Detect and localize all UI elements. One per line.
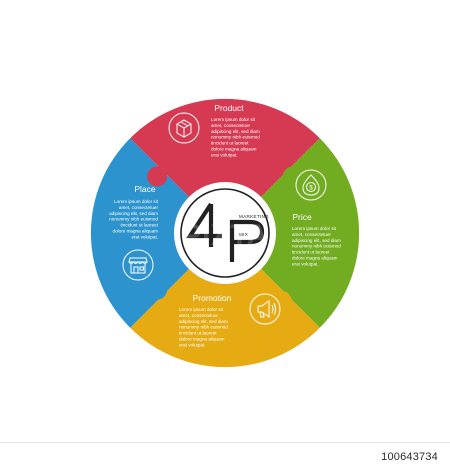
place-title: Place [134, 184, 156, 194]
puzzle-quadrants [90, 98, 360, 368]
price-description-line: adipiscing elit, sed diam [292, 238, 341, 243]
promotion-description-line: adipiscing elit, sed diam [179, 319, 228, 324]
price-pointer [278, 226, 286, 240]
product-title: Product [214, 103, 244, 113]
promotion-puzzle-tab [271, 290, 292, 311]
promotion-title: Promotion [193, 293, 232, 303]
place-description-line: tincidunt ut laoreet [120, 223, 158, 228]
logo-word-marketing: MARKETING [239, 214, 269, 219]
megaphone-icon [249, 293, 281, 325]
place-description-line: dolore magna aliquam [113, 229, 159, 234]
price-description-line: erat volutpat. [292, 261, 319, 266]
price-description-line: dolore magna aliquam [292, 256, 338, 261]
place-description-line: amet, consectetuer [119, 205, 159, 210]
promotion-description-line: amet, consectetuer [179, 313, 219, 318]
stock-footer: 100643734 [0, 442, 450, 469]
place-description-line: nonummy nibh euismod [109, 217, 158, 222]
promotion-description-line: tincidunt ut laoreet [179, 331, 217, 336]
place-description-line: erat volutpat. [131, 234, 158, 239]
price-description-line: amet, consectetuer [292, 232, 332, 237]
svg-text:$: $ [309, 186, 313, 192]
place-description-line: Lorem ipsum dolor sit [114, 199, 159, 204]
price-title: Price [292, 212, 312, 222]
center-logo: MARKETING MIX [174, 182, 276, 284]
product-description-line: Lorem ipsum dolor sit [211, 117, 256, 122]
box-icon [168, 112, 200, 144]
product-description-line: dolore magna aliquam [211, 147, 257, 152]
logo-p-glyph [229, 219, 265, 262]
promotion-description-line: erat volutpat. [179, 342, 206, 347]
center-ring [174, 182, 276, 284]
place-puzzle-tab [147, 279, 168, 300]
product-puzzle-tab [147, 166, 168, 187]
product-quadrant [130, 98, 320, 233]
price-description-line: tincidunt ut laoreet [292, 250, 330, 255]
place-pointer [164, 226, 172, 240]
price-description-line: Lorem ipsum dolor sit [292, 226, 337, 231]
dollar-coin-icon: $ [295, 169, 327, 201]
product-description-line: tincidunt ut laoreet [211, 141, 249, 146]
product-description-line: erat volutpat. [211, 152, 238, 157]
product-description-line: nonummy nibh euismod [211, 135, 260, 140]
place-description-line: adipiscing elit, sed diam [109, 211, 158, 216]
promotion-description-line: nonummy nibh euismod [179, 325, 228, 330]
logo-four-glyph [186, 202, 222, 247]
price-puzzle-tab [282, 166, 303, 187]
promotion-description-line: dolore magna aliquam [179, 337, 225, 342]
place-quadrant [90, 138, 225, 328]
storefront-icon [122, 249, 154, 281]
promotion-pointer [218, 286, 232, 294]
price-description-line: nonummy nibh euismod [292, 244, 341, 249]
center-circle-outline [180, 188, 270, 278]
logo-word-mix: MIX [239, 232, 248, 237]
promotion-quadrant [130, 233, 320, 368]
image-id: 100643734 [381, 451, 438, 463]
product-description-line: adipiscing elit, sed diam [211, 129, 260, 134]
promotion-description-line: Lorem ipsum dolor sit [179, 307, 224, 312]
product-description-line: amet, consectetuer [211, 123, 251, 128]
product-pointer [218, 172, 232, 180]
watermark: PIXTA [182, 219, 268, 252]
